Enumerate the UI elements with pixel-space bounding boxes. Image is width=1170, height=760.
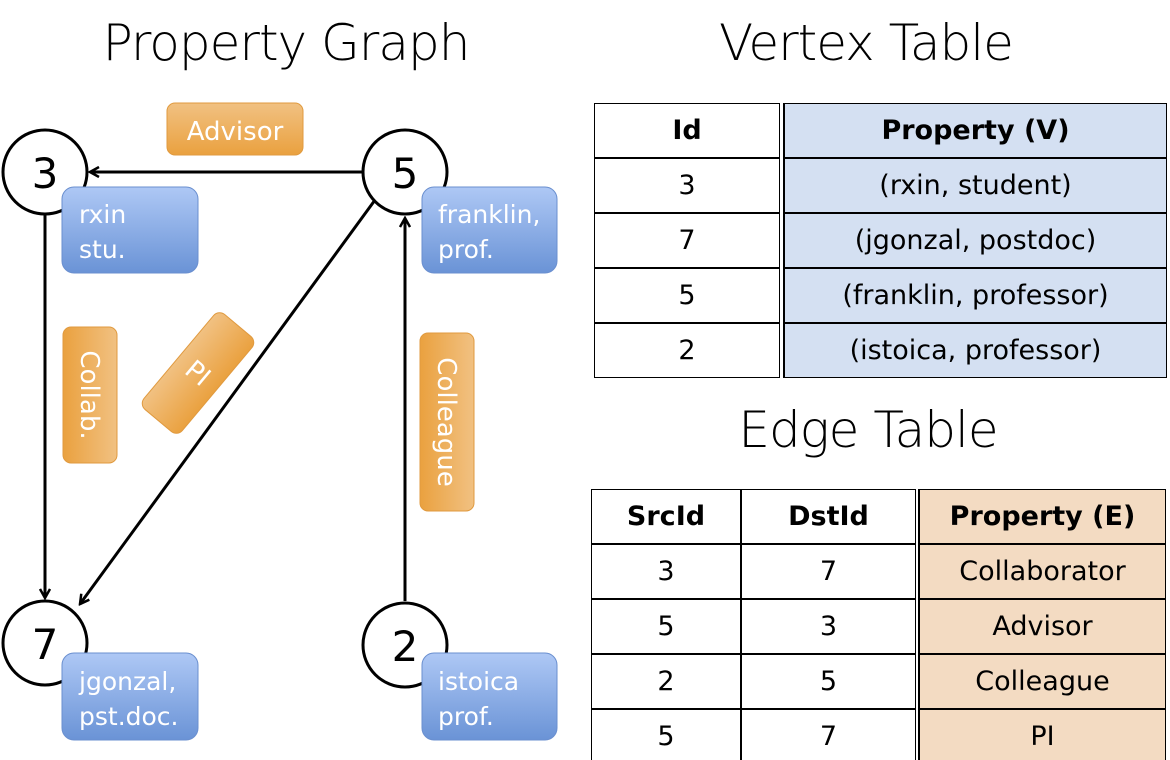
svg-text:franklin,: franklin, <box>438 200 540 229</box>
table-row: 5(franklin, professor) <box>594 268 1167 323</box>
svg-text:5: 5 <box>392 149 419 198</box>
svg-text:jgonzal,: jgonzal, <box>78 667 176 696</box>
table-header-row: SrcId DstId Property (E) <box>591 489 1166 544</box>
header-property-e: Property (E) <box>919 489 1166 544</box>
edge-table-title: Edge Table <box>738 401 998 459</box>
svg-text:rxin: rxin <box>79 200 126 229</box>
vertex-table-title: Vertex Table <box>719 14 1014 72</box>
edge-label-advisor: Advisor <box>166 102 304 156</box>
header-id: Id <box>594 103 780 158</box>
svg-text:stu.: stu. <box>79 235 126 264</box>
svg-text:Colleague: Colleague <box>431 357 461 486</box>
table-row: 2(istoica, professor) <box>594 323 1167 378</box>
table-row: 7(jgonzal, postdoc) <box>594 213 1167 268</box>
graph-title: Property Graph <box>102 14 471 72</box>
svg-text:2: 2 <box>392 622 419 671</box>
vertex-3-property: rxin stu. <box>61 186 199 274</box>
header-property-v: Property (V) <box>784 103 1167 158</box>
header-dstid: DstId <box>741 489 916 544</box>
svg-text:istoica: istoica <box>438 667 519 696</box>
svg-text:pst.doc.: pst.doc. <box>79 702 179 731</box>
property-graph: 3 5 7 2 rxin stu. franklin, prof. jgonzal,… <box>1 102 558 741</box>
edge-label-pi: PI <box>141 312 255 434</box>
vertex-2-property: istoica prof. <box>421 652 558 741</box>
table-header-row: Id Property (V) <box>594 103 1167 158</box>
edge-5-7 <box>80 199 377 604</box>
svg-text:3: 3 <box>32 149 59 198</box>
svg-text:Collab.: Collab. <box>74 350 104 439</box>
header-srcid: SrcId <box>591 489 741 544</box>
vertex-5-property: franklin, prof. <box>421 186 558 274</box>
edge-label-colleague: Colleague <box>419 332 475 512</box>
vertex-table: Id Property (V) 3(rxin, student) 7(jgonz… <box>594 103 1167 378</box>
vertex-7-property: jgonzal, pst.doc. <box>61 652 199 741</box>
svg-text:7: 7 <box>32 620 59 669</box>
svg-text:prof.: prof. <box>438 235 494 264</box>
table-row: 3(rxin, student) <box>594 158 1167 213</box>
svg-text:prof.: prof. <box>438 702 494 731</box>
svg-text:Advisor: Advisor <box>187 117 284 147</box>
edge-label-collab: Collab. <box>62 326 118 464</box>
